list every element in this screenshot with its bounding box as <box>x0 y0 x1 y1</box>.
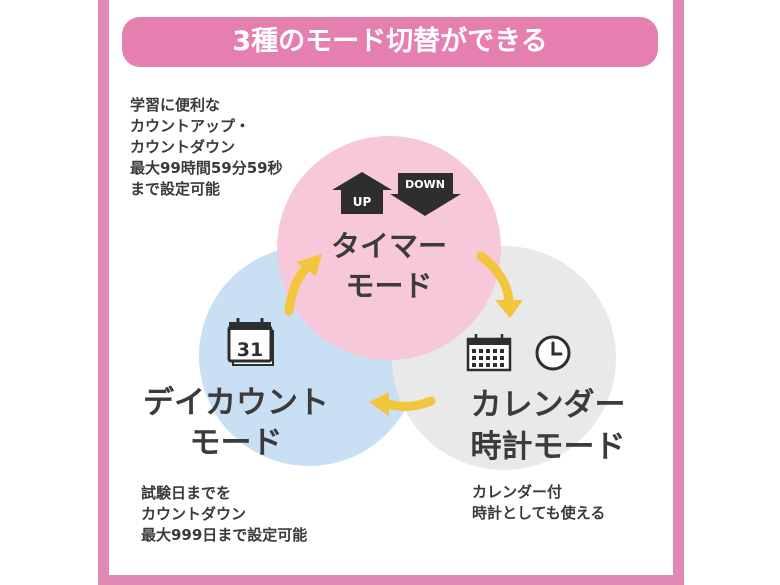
countdown-description: 試験日までを カウントダウン 最大999日まで設定可能 <box>141 484 308 544</box>
down-label: DOWN <box>405 178 445 191</box>
timer-mode-title: タイマー モード <box>330 229 447 303</box>
arrow-timer-to-calendar-icon <box>476 251 523 318</box>
calendar-grid-icon <box>466 334 512 372</box>
up-label: UP <box>353 195 372 209</box>
countdown-mode-title: デイカウント モード <box>143 385 329 461</box>
up-arrow-icon <box>332 172 392 214</box>
arrow-calendar-to-countdown-icon <box>369 392 436 416</box>
calendar-31-icon <box>227 318 274 366</box>
clock-icon <box>535 335 571 371</box>
calendar-number: 31 <box>237 339 263 361</box>
calendar-mode-title: カレンダー 時計モード <box>470 387 626 465</box>
arrow-countdown-to-timer-icon <box>284 254 322 316</box>
timer-description: 学習に便利な カウントアップ・ カウントダウン 最大99時間59分59秒 まで設… <box>130 96 283 198</box>
banner-title: 3種のモード切替ができる <box>122 17 658 67</box>
calendar-description: カレンダー付 時計としても使える <box>472 483 606 522</box>
down-arrow-icon <box>390 173 461 216</box>
